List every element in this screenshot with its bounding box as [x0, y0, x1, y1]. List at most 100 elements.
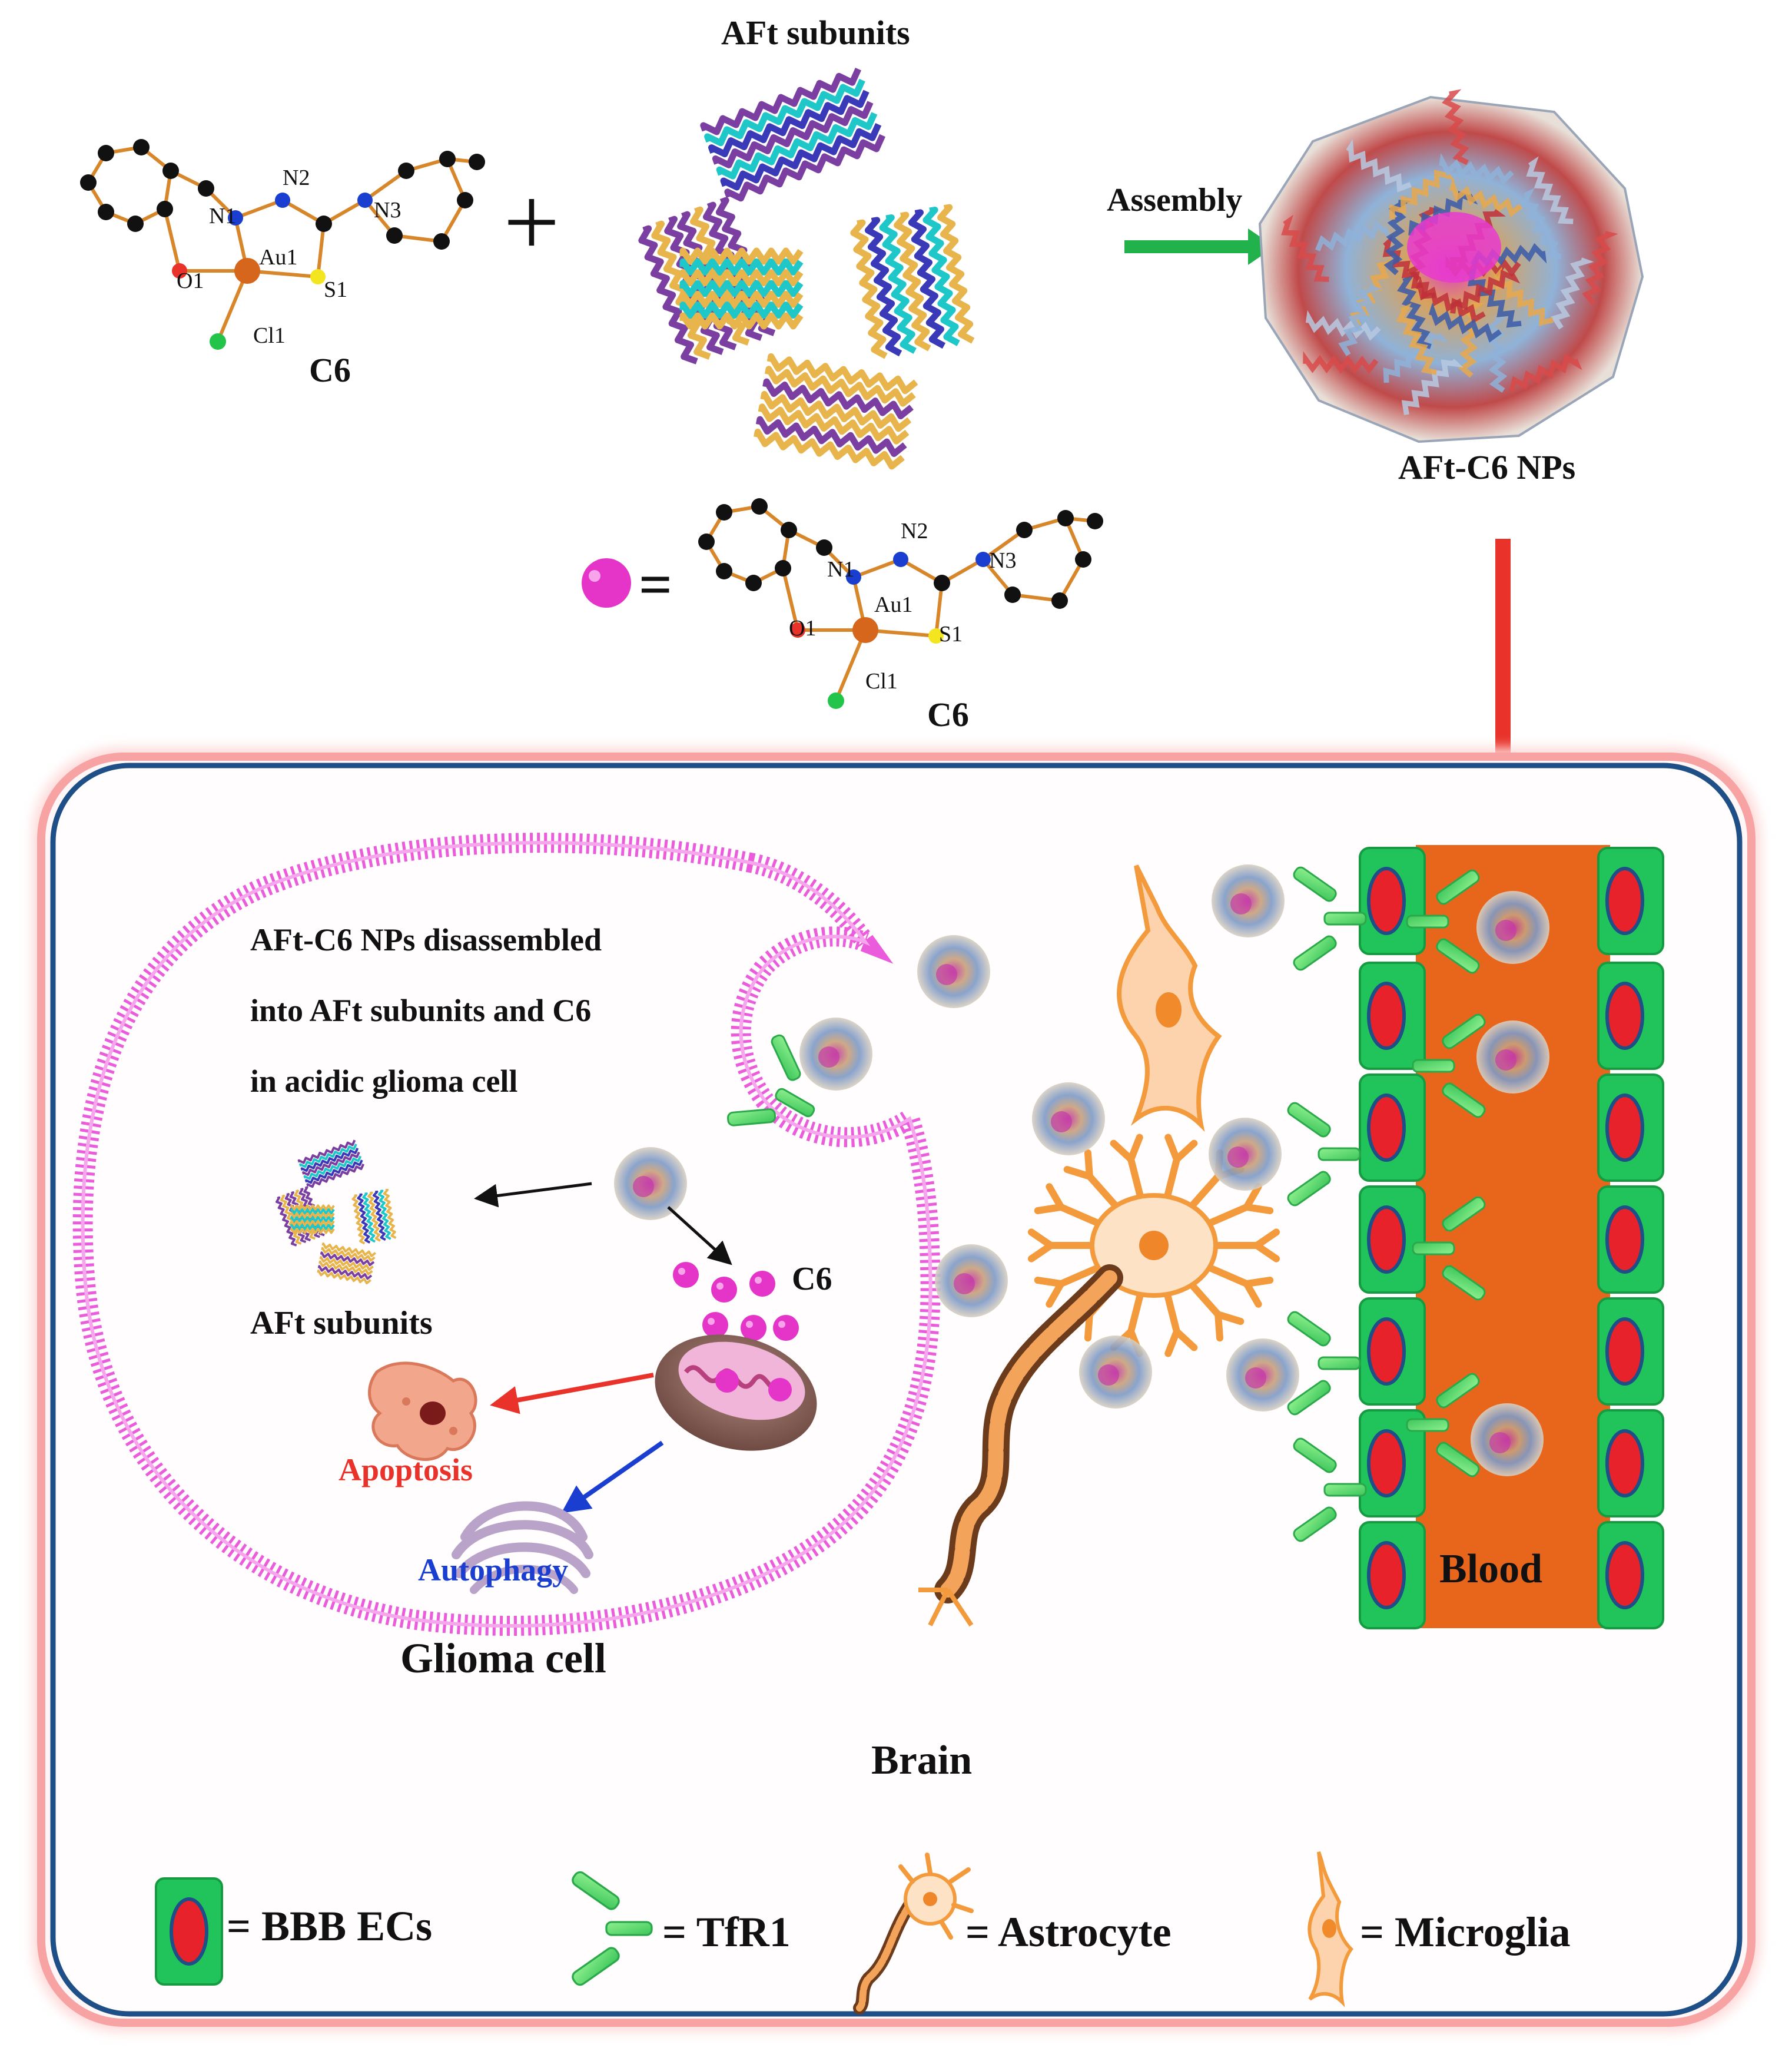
- endothelial-nucleus-right: [1605, 867, 1644, 935]
- assembly-arrow: [1124, 228, 1275, 265]
- endothelial-nucleus-right: [1605, 1094, 1644, 1162]
- legend-tfr1-label: = TfR1: [662, 1908, 791, 1956]
- tfr1-receptor: [572, 1871, 653, 1986]
- tfr1-receptor: [1287, 1102, 1361, 1207]
- apoptosis-label: Apoptosis: [339, 1452, 473, 1487]
- tfr1-receptor: [727, 1034, 815, 1126]
- nanoparticle-core: [1230, 893, 1252, 914]
- equals-symbol: =: [639, 552, 672, 617]
- astrocyte-process: [1163, 1287, 1198, 1357]
- c6-molecule-structure: [80, 139, 485, 350]
- c6-molecule-dot: [773, 1315, 799, 1341]
- atom-n2-label: N2: [283, 165, 310, 190]
- atom-au1-label-key: Au1: [874, 592, 913, 617]
- glioma-subunits-label: AFt subunits: [250, 1305, 433, 1341]
- tfr1-receptors: [727, 866, 1486, 1542]
- c6-label-top: C6: [309, 351, 351, 389]
- tfr1-receptor: [1412, 1196, 1486, 1301]
- nanoparticle-core: [1051, 1111, 1072, 1132]
- tfr1-receptor: [1287, 1311, 1361, 1416]
- aft-c6-nanoparticles: [614, 864, 1549, 1476]
- autophagy-label: Autophagy: [418, 1552, 569, 1588]
- nanoparticle-core: [936, 964, 957, 985]
- brain-label: Brain: [871, 1738, 973, 1783]
- endothelial-nucleus-right: [1605, 1541, 1644, 1609]
- endothelial-nucleus-left: [1367, 1094, 1406, 1162]
- nanoparticle-core: [818, 1046, 839, 1068]
- endothelial-nucleus-right: [1605, 982, 1644, 1050]
- c6-key-symbol: [582, 558, 631, 608]
- tfr1-receptor: [1293, 866, 1367, 971]
- aft-subunits-small: [275, 1139, 397, 1285]
- c6-released-label: C6: [792, 1261, 832, 1297]
- endothelial-nucleus-right: [1605, 1317, 1644, 1386]
- assembly-label: Assembly: [1107, 182, 1243, 218]
- tfr1-receptor: [1406, 869, 1480, 974]
- atom-n1-label-key: N1: [827, 557, 855, 582]
- glioma-description-line2: into AFt subunits and C6: [250, 993, 592, 1028]
- atom-au1-label: Au1: [259, 245, 298, 270]
- endothelial-nucleus-left: [1367, 867, 1406, 935]
- microglia-cell: [1117, 864, 1222, 1132]
- autophagy-arrow: [561, 1440, 664, 1513]
- glioma-cell-membrane: [72, 833, 941, 1636]
- nanoparticle-core: [1245, 1367, 1266, 1389]
- astrocyte-cell: [918, 1134, 1280, 1627]
- nanoparticle-core: [1098, 1364, 1119, 1386]
- nanoparticle-core: [1227, 1147, 1249, 1168]
- legend-astrocyte-label: = Astrocyte: [965, 1908, 1172, 1956]
- c6-molecule-dot: [741, 1315, 766, 1341]
- atom-n1-label: N1: [209, 204, 237, 228]
- c6-dot-highlight: [716, 1283, 724, 1290]
- plus-symbol: +: [503, 167, 560, 277]
- aft-c6-nps-label: AFt-C6 NPs: [1398, 448, 1576, 486]
- endothelial-nucleus-left: [1367, 982, 1406, 1050]
- tfr1-receptor: [1406, 1373, 1480, 1477]
- c6-molecule-dot: [749, 1271, 775, 1297]
- mitochondrion: [655, 1334, 817, 1451]
- legend-bbb-ec-icon: [155, 1877, 223, 1986]
- atom-n3-label: N3: [374, 198, 401, 223]
- astrocyte-process: [1163, 1134, 1198, 1204]
- aft-c6-nanoparticle-large: [1258, 89, 1644, 443]
- astrocyte-process: [1110, 1134, 1145, 1204]
- aft-subunits-title: AFt subunits: [721, 14, 910, 52]
- legend-tfr1-icon: [572, 1871, 653, 1986]
- apoptotic-cell-icon: [368, 1361, 477, 1461]
- disassembly-arrows: [474, 1182, 732, 1265]
- endothelial-nucleus-left: [1367, 1317, 1406, 1386]
- legend-bbb-label: = BBB ECs: [227, 1903, 433, 1950]
- endothelial-nucleus-left: [1367, 1541, 1406, 1609]
- c6-molecule-dot: [673, 1262, 699, 1288]
- astrocyte-process: [1063, 1149, 1123, 1214]
- atom-s1-label-key: S1: [939, 622, 963, 647]
- nanoparticle-core: [633, 1176, 654, 1197]
- c6-dot-highlight: [708, 1318, 715, 1325]
- nanoparticle-core: [1495, 1049, 1516, 1071]
- nanoparticle-core: [954, 1273, 975, 1294]
- blood-label: Blood: [1439, 1546, 1543, 1592]
- apoptosis-arrow: [490, 1373, 654, 1414]
- c6-dot-highlight: [746, 1321, 753, 1328]
- brain-region: [32, 748, 1760, 2032]
- astrocyte-process: [1185, 1277, 1245, 1342]
- atom-o1-label-key: O1: [789, 616, 817, 641]
- released-c6-molecules: [673, 1262, 799, 1341]
- endothelial-nucleus-left: [1367, 1205, 1406, 1274]
- atom-n2-label-key: N2: [901, 519, 928, 544]
- atom-o1-label: O1: [177, 269, 204, 293]
- c6-dot-highlight: [678, 1268, 685, 1275]
- glioma-description-line1: AFt-C6 NPs disassembled: [250, 922, 602, 957]
- endothelial-nucleus-right: [1605, 1429, 1644, 1497]
- c6-molecule-structure-key: [698, 498, 1103, 709]
- tfr1-receptor: [1293, 1437, 1367, 1542]
- autophagosome-icon: [452, 1501, 593, 1594]
- endothelial-nucleus-left: [1367, 1429, 1406, 1497]
- tfr1-receptor: [1412, 1013, 1486, 1118]
- blood-vessel: [1359, 845, 1664, 1629]
- c6-label-key: C6: [927, 695, 969, 734]
- legend-microglia-label: = Microglia: [1360, 1908, 1571, 1956]
- glioma-cell-label: Glioma cell: [400, 1635, 606, 1682]
- atom-n3-label-key: N3: [989, 548, 1017, 573]
